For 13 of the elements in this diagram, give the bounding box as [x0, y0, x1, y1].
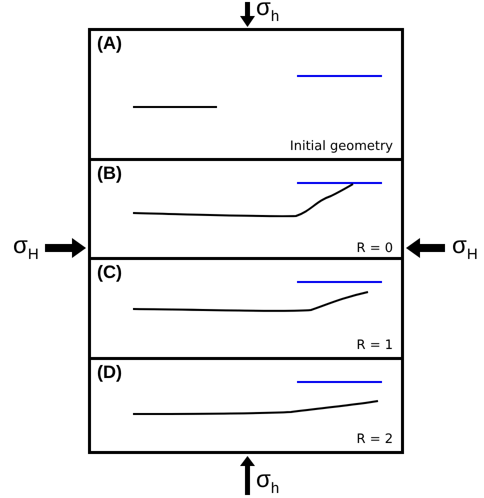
panel-label: (C)	[97, 262, 122, 283]
stress-label: σ$_{H}$	[452, 232, 478, 263]
stress-label: σ$_{H}$	[13, 232, 39, 263]
outer-frame	[88, 28, 404, 454]
panel-label: (A)	[97, 33, 122, 54]
panel-caption: R = 0	[356, 241, 393, 256]
panel-caption: R = 2	[356, 432, 393, 447]
stress-label: σ$_{h}$	[256, 0, 280, 25]
stress-label: σ$_{h}$	[256, 466, 280, 497]
panel-label: (D)	[97, 362, 122, 383]
panel-caption: Initial geometry	[290, 139, 393, 154]
panel-caption: R = 1	[356, 338, 393, 353]
panel-label: (B)	[97, 163, 122, 184]
